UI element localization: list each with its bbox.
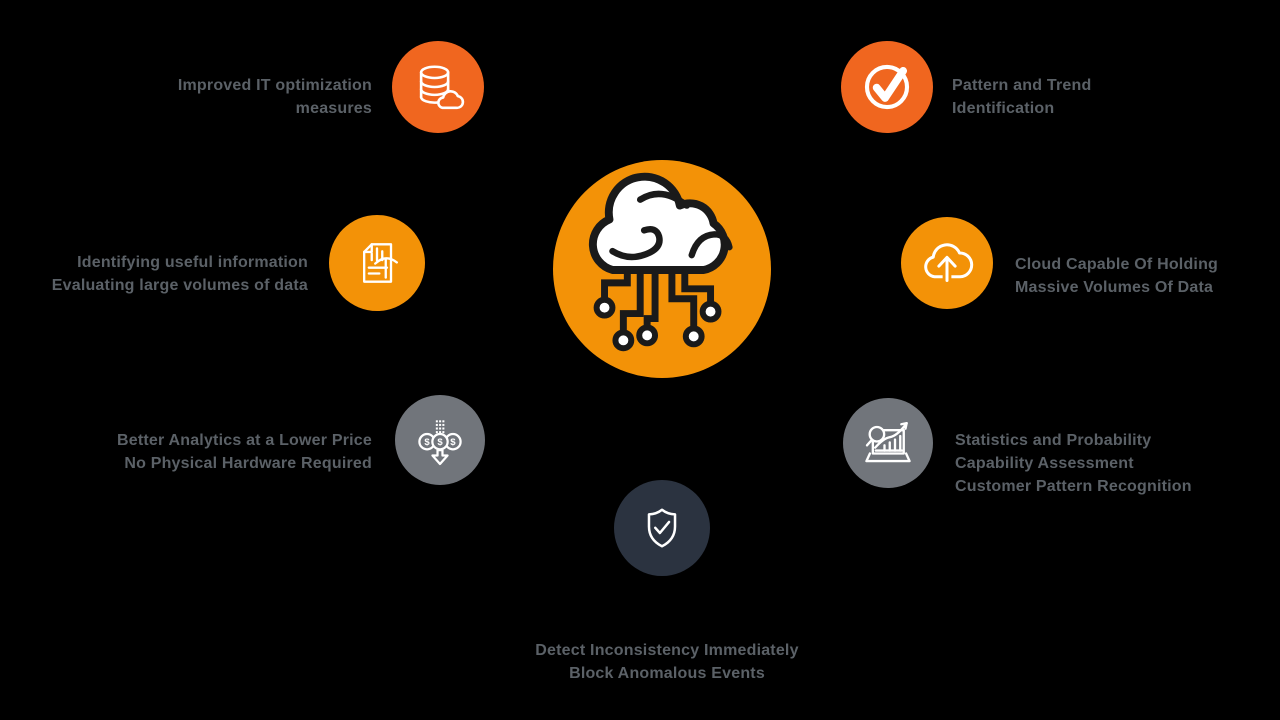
- cloud-circuit-icon: [588, 172, 733, 352]
- node-label-useful-information: Identifying useful information Evaluatin…: [18, 251, 308, 297]
- label-line: Block Anomalous Events: [569, 665, 765, 682]
- label-line: Evaluating large volumes of data: [51, 277, 308, 294]
- coin-dollar-glyph: $: [424, 437, 430, 448]
- label-line: Improved IT optimization: [177, 77, 372, 94]
- cloud-upload-icon: [924, 243, 974, 282]
- center-circle: [553, 160, 771, 378]
- node-circle-lower-price: $ $ $: [395, 395, 485, 485]
- check-circle-icon: [864, 64, 910, 110]
- node-label-cloud-capacity: Cloud Capable Of Holding Massive Volumes…: [1015, 253, 1275, 299]
- node-label-anomaly-detection: Detect Inconsistency Immediately Block A…: [467, 639, 867, 685]
- node-circle-pattern-trend: [841, 41, 933, 133]
- label-line: Statistics and Probability: [955, 432, 1152, 449]
- node-circle-cloud-capacity: [901, 217, 993, 309]
- label-line: Cloud Capable Of Holding: [1015, 256, 1219, 273]
- node-circle-anomaly-detection: [614, 480, 710, 576]
- label-line: Customer Pattern Recognition: [955, 478, 1192, 495]
- node-label-improved-it: Improved IT optimization measures: [90, 74, 372, 120]
- label-line: No Physical Hardware Required: [124, 455, 372, 472]
- label-line: Massive Volumes Of Data: [1015, 279, 1214, 296]
- label-line: Capability Assessment: [955, 455, 1134, 472]
- coin-dollar-glyph: $: [437, 437, 443, 448]
- data-mining-document-icon: [363, 243, 398, 283]
- analytics-presentation-icon: [865, 422, 911, 463]
- node-circle-improved-it: [392, 41, 484, 133]
- label-line: Better Analytics at a Lower Price: [117, 432, 372, 449]
- node-label-statistics: Statistics and Probability Capability As…: [955, 429, 1255, 498]
- label-line: measures: [295, 100, 372, 117]
- shield-check-icon: [647, 508, 677, 548]
- label-line: Pattern and Trend: [952, 77, 1092, 94]
- dollar-coins-icon: $ $ $: [418, 420, 462, 466]
- node-label-lower-price: Better Analytics at a Lower Price No Phy…: [90, 429, 372, 475]
- node-circle-useful-information: [329, 215, 425, 311]
- label-line: Identification: [952, 100, 1055, 117]
- node-circle-statistics: [843, 398, 933, 488]
- database-cloud-icon: [419, 65, 465, 110]
- label-line: Detect Inconsistency Immediately: [535, 642, 799, 659]
- coin-dollar-glyph: $: [450, 437, 456, 448]
- label-line: Identifying useful information: [77, 254, 308, 271]
- node-label-pattern-trend: Pattern and Trend Identification: [952, 74, 1252, 120]
